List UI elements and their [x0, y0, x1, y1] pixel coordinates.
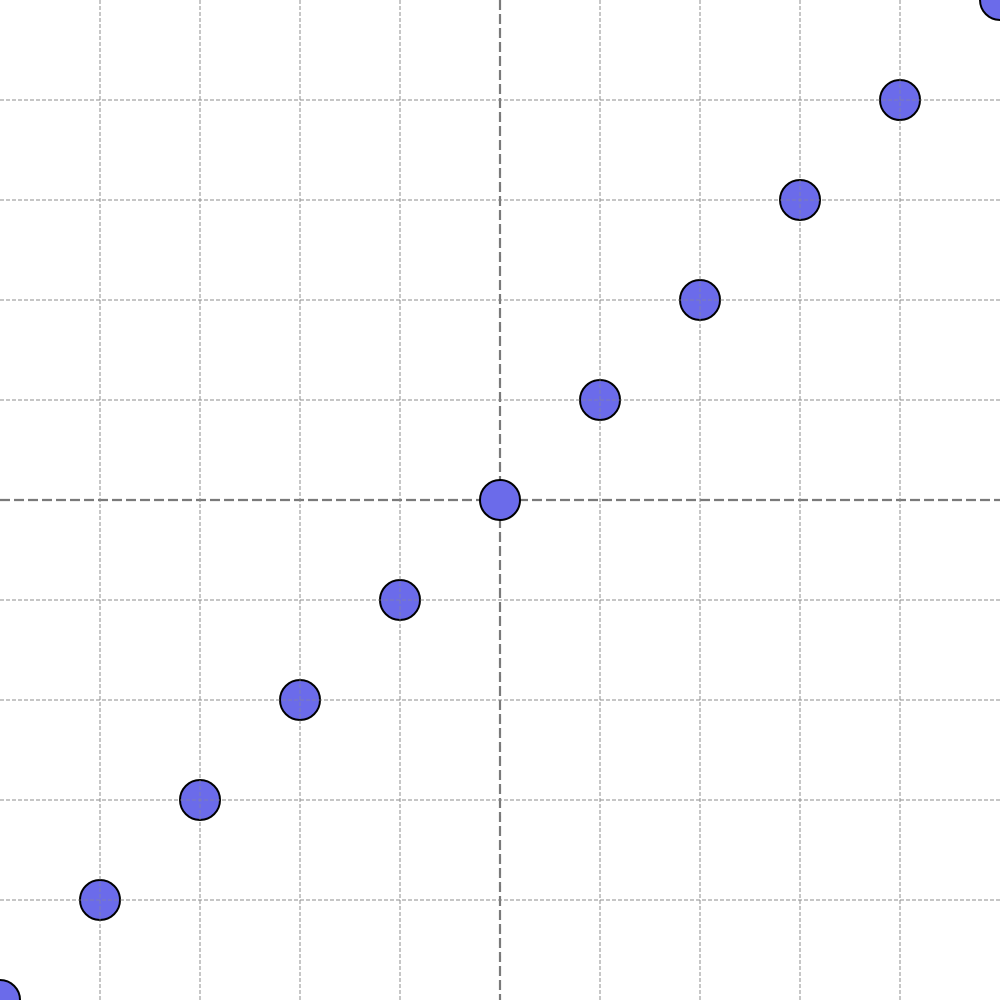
data-point [479, 479, 521, 521]
data-point [979, 0, 1000, 21]
data-point [0, 979, 21, 1000]
